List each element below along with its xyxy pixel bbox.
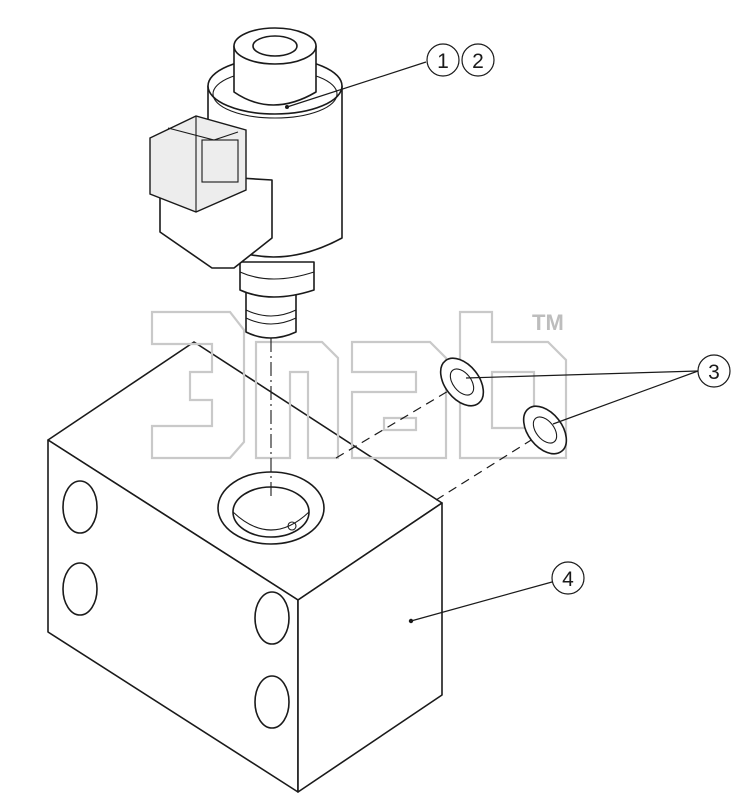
coil-nut-center [252,35,298,57]
callout-4: 4 [551,561,585,595]
watermark-letter-1 [150,310,246,460]
callout-3-label: 3 [708,361,720,384]
right-port-upper [254,591,290,645]
leader-line-3-lower [552,370,699,425]
callout-1-label: 1 [437,50,449,73]
watermark-letter-3 [350,340,448,460]
right-port-lower [254,675,290,729]
cartridge-seal-ring [245,309,297,317]
watermark-logo: TM [150,310,568,460]
solenoid-valve [149,27,343,339]
leader-line-4 [410,581,553,622]
seal-assembly-line-upper [335,383,461,459]
callout-4-label: 4 [562,568,574,591]
front-port-lower [62,562,98,616]
seal-assembly-line-lower [435,431,545,501]
hex-edge [239,271,315,280]
leader-line-3-upper [465,370,699,379]
seal-upper [439,357,485,407]
cartridge-stem [245,291,297,339]
callout-3: 3 [697,354,731,388]
cavity-small-hole [287,521,297,531]
leader-line-1-2 [286,61,427,108]
callout-1: 1 [426,43,460,77]
coil-nut-top [233,27,317,65]
watermark-letter-2 [254,340,340,460]
manifold-block [47,341,443,793]
seal-lower [522,405,568,455]
block-right-face [297,502,443,793]
cartridge-seal-ring-2 [245,317,297,325]
callout-2: 2 [461,43,495,77]
callout-2-label: 2 [472,50,484,73]
cavity-bore-edge [232,511,310,531]
front-port-upper [62,480,98,534]
watermark-trademark: TM [532,310,564,335]
connector-socket [201,139,239,183]
